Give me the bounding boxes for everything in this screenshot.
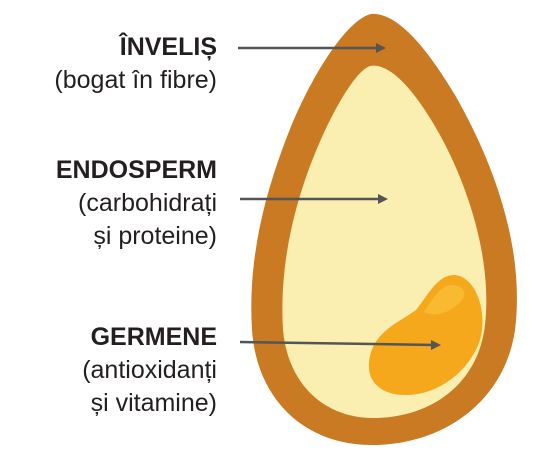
label-germ-desc-line-1: (antioxidanți (82, 354, 217, 387)
label-germ-title: GERMENE (82, 321, 217, 354)
label-hull-desc-line-1: (bogat în fibre) (54, 64, 217, 97)
label-hull: ÎNVELIȘ (bogat în fibre) (54, 31, 217, 97)
label-endosperm: ENDOSPERM (carbohidrați și proteine) (56, 154, 217, 253)
label-endosperm-desc-line-2: și proteine) (56, 220, 217, 253)
label-endosperm-desc-line-1: (carbohidrați (56, 187, 217, 220)
label-endosperm-title: ENDOSPERM (56, 154, 217, 187)
label-hull-title: ÎNVELIȘ (54, 31, 217, 64)
label-germ: GERMENE (antioxidanți și vitamine) (82, 321, 217, 420)
label-germ-desc-line-2: și vitamine) (82, 387, 217, 420)
